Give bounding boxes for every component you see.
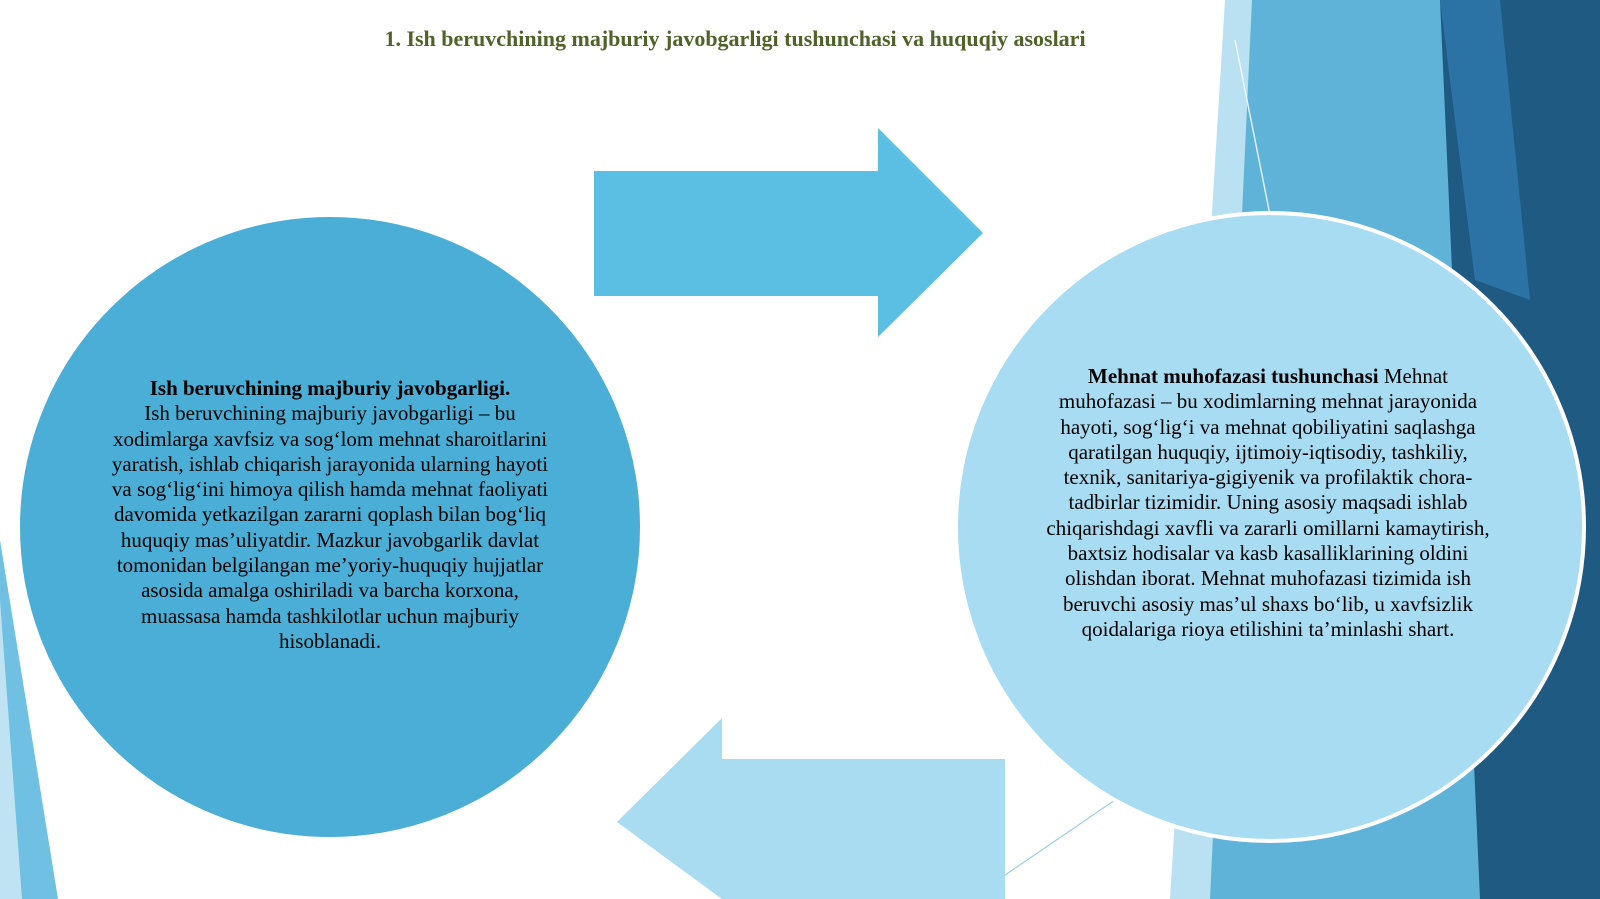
- decor-right-accent: [1440, 0, 1530, 300]
- right-circle-body: Mehnat muhofazasi – bu xodimlarning mehn…: [1046, 364, 1490, 641]
- right-circle-heading: Mehnat muhofazasi tushunchasi: [1088, 364, 1379, 388]
- left-circle-body: Ish beruvchining majburiy javobgarligi –…: [111, 401, 549, 653]
- arrow-right-shape: [594, 128, 983, 337]
- arrow-left-shape: [617, 718, 1005, 899]
- left-circle-text: Ish beruvchining majburiy javobgarligi. …: [108, 376, 552, 654]
- slide-title: 1. Ish beruvchining majburiy javobgarlig…: [384, 26, 1086, 51]
- right-circle-text: Mehnat muhofazasi tushunchasi Mehnat muh…: [1043, 364, 1493, 642]
- decor-left-sliver-light: [0, 600, 22, 899]
- decor-thin-line: [1234, 39, 1271, 216]
- left-circle-shape: [16, 213, 644, 841]
- left-circle-heading: Ish beruvchining majburiy javobgarligi.: [149, 376, 511, 400]
- right-circle-shape: [954, 211, 1586, 843]
